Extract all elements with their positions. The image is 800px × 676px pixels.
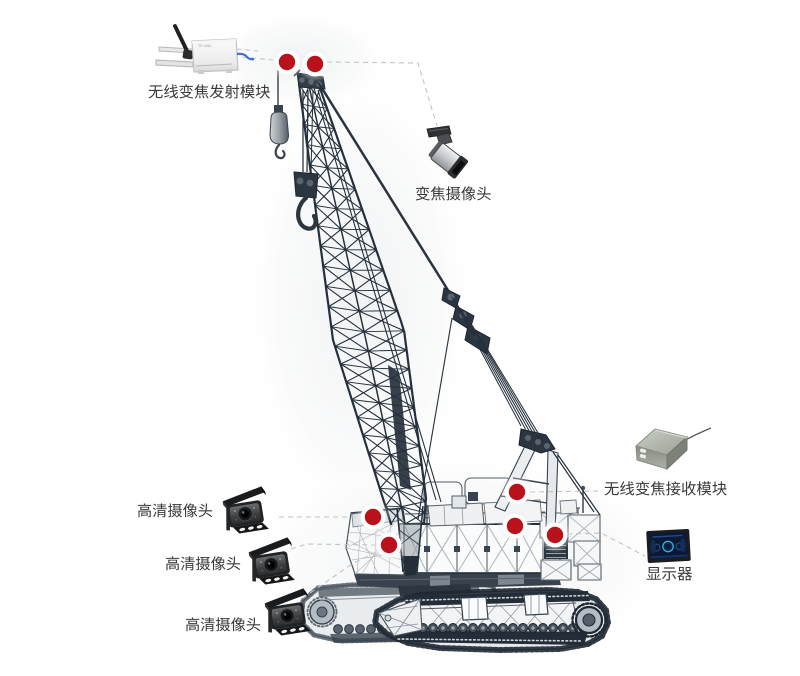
svg-text:TP-LINK: TP-LINK [198, 44, 212, 48]
